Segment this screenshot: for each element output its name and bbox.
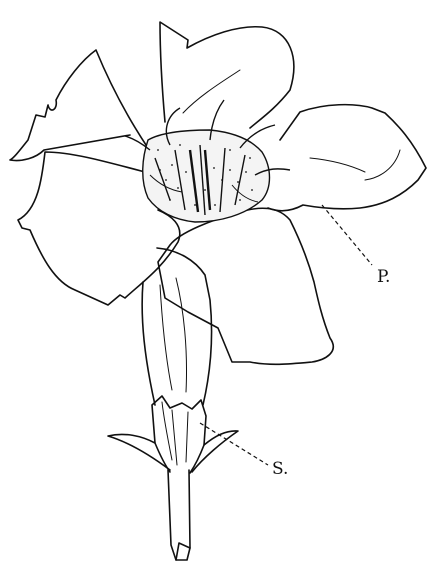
petal-label: P.: [377, 267, 390, 287]
sepal-label: S.: [272, 459, 288, 479]
